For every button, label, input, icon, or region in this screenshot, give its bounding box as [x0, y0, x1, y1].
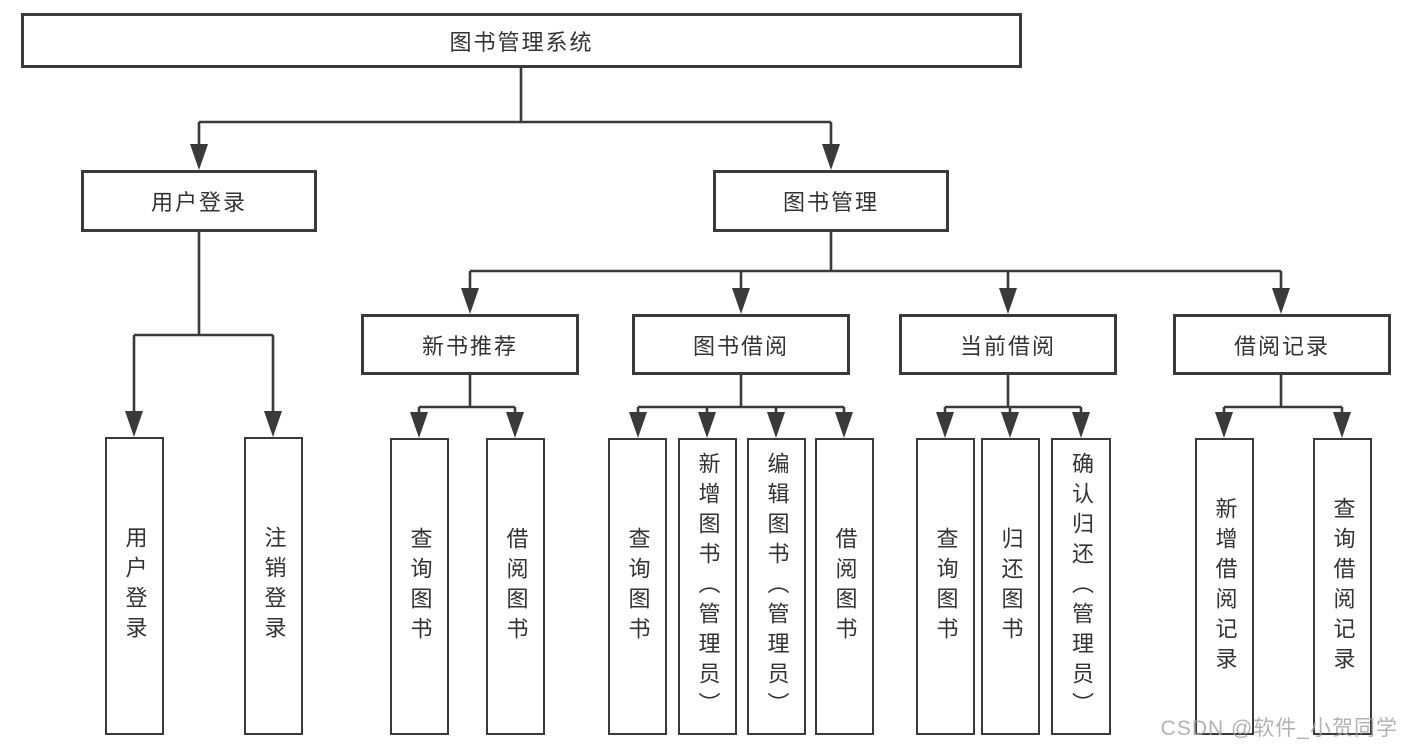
leaf-edit-books-admin: 编辑图书（管理员）	[747, 438, 806, 735]
leaf-query-books-borrowing-label: 查询图书	[625, 526, 651, 647]
leaf-edit-books-admin-label: 编辑图书（管理员）	[764, 451, 790, 722]
leaf-borrow-books-recommend-label: 借阅图书	[503, 526, 529, 647]
leaf-return-books: 归还图书	[981, 438, 1040, 735]
node-book-management: 图书管理	[713, 170, 949, 232]
node-user-login-label: 用户登录	[150, 190, 247, 215]
leaf-query-books-borrowing: 查询图书	[608, 438, 667, 735]
leaf-borrow-books-borrowing: 借阅图书	[815, 438, 874, 735]
node-book-management-label: 图书管理	[782, 190, 879, 215]
node-borrowing-records-label: 借阅记录	[1233, 333, 1330, 359]
leaf-query-books-current: 查询图书	[916, 438, 975, 735]
leaf-borrow-books-borrowing-label: 借阅图书	[832, 526, 858, 647]
leaf-query-borrow-record: 查询借阅记录	[1313, 438, 1372, 735]
leaf-query-books-recommend: 查询图书	[390, 438, 449, 735]
leaf-confirm-return-admin: 确认归还（管理员）	[1051, 438, 1111, 735]
node-new-book-recommendation-label: 新书推荐	[421, 333, 518, 359]
leaf-confirm-return-admin-label: 确认归还（管理员）	[1069, 451, 1094, 722]
node-book-borrowing-label: 图书借阅	[692, 333, 789, 359]
watermark: CSDN @软件_小贺同学	[1160, 717, 1398, 740]
leaf-query-books-recommend-label: 查询图书	[407, 526, 433, 647]
leaf-add-borrow-record: 新增借阅记录	[1195, 438, 1254, 735]
node-system-root: 图书管理系统	[21, 13, 1022, 68]
leaf-user-login-label: 用户登录	[122, 526, 148, 646]
node-new-book-recommendation: 新书推荐	[361, 314, 579, 375]
leaf-query-books-current-label: 查询图书	[933, 526, 959, 647]
leaf-add-borrow-record-label: 新增借阅记录	[1212, 496, 1238, 677]
node-borrowing-records: 借阅记录	[1173, 314, 1391, 375]
leaf-borrow-books-recommend: 借阅图书	[486, 438, 545, 735]
node-book-borrowing: 图书借阅	[632, 314, 850, 375]
leaf-add-books-admin: 新增图书（管理员）	[678, 438, 737, 735]
leaf-query-borrow-record-label: 查询借阅记录	[1330, 496, 1356, 677]
leaf-logout-login-label: 注销登录	[261, 526, 287, 646]
node-system-root-label: 图书管理系统	[449, 29, 594, 55]
node-current-borrowing-label: 当前借阅	[959, 333, 1056, 359]
node-current-borrowing: 当前借阅	[899, 314, 1117, 375]
leaf-logout-login: 注销登录	[244, 437, 303, 735]
node-user-login: 用户登录	[81, 170, 317, 232]
leaf-user-login: 用户登录	[105, 437, 164, 735]
leaf-add-books-admin-label: 新增图书（管理员）	[695, 451, 721, 722]
leaf-return-books-label: 归还图书	[998, 526, 1024, 647]
